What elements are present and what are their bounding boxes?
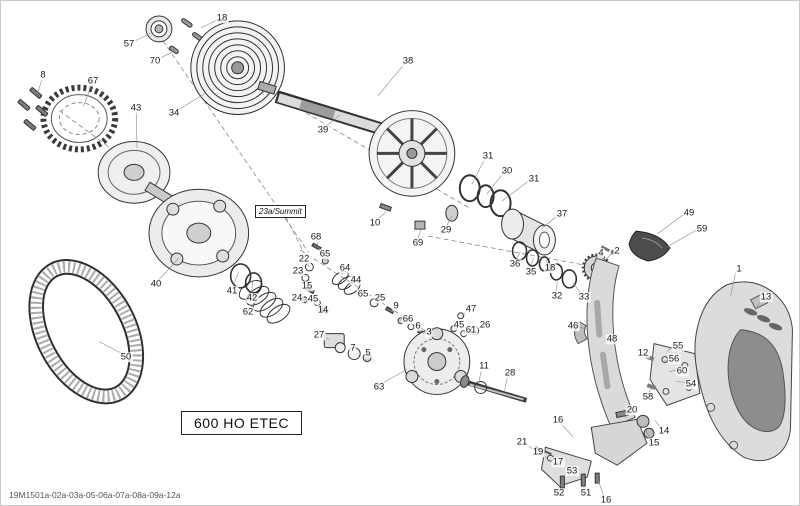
callout-36: 36: [508, 258, 522, 270]
callout-25: 25: [373, 292, 387, 304]
callout-15: 15: [300, 280, 314, 292]
callout-68: 68: [309, 231, 323, 243]
callout-16: 16: [551, 414, 565, 426]
callout-42: 42: [245, 292, 259, 304]
callout-47: 47: [464, 303, 478, 315]
callout-13: 13: [759, 291, 773, 303]
callout-64: 64: [338, 262, 352, 274]
callout-40: 40: [149, 278, 163, 290]
variant-label: 23a/Summit: [255, 205, 306, 218]
callout-1: 1: [735, 263, 743, 275]
spoked-pulley-half: [368, 110, 456, 197]
callout-14: 14: [316, 304, 330, 316]
callout-46: 46: [566, 320, 580, 332]
callout-14: 14: [657, 425, 671, 437]
callout-10: 10: [368, 217, 382, 229]
bolt-set: [17, 87, 49, 131]
callout-56: 56: [667, 353, 681, 365]
shaft-hardware: [379, 202, 459, 230]
callout-34: 34: [167, 107, 181, 119]
callout-18: 18: [543, 262, 557, 274]
callout-32: 32: [550, 290, 564, 302]
callout-51: 51: [579, 487, 593, 499]
callout-23: 23: [291, 265, 305, 277]
callout-28: 28: [503, 367, 517, 379]
callout-48: 48: [605, 333, 619, 345]
callout-17: 17: [551, 456, 565, 468]
callout-20: 20: [625, 404, 639, 416]
callout-24: 24: [290, 292, 304, 304]
model-label: 600 HO ETEC: [181, 411, 302, 435]
callout-5: 5: [364, 347, 372, 359]
bearing: [145, 15, 173, 43]
callout-2: 2: [613, 245, 621, 257]
callout-38: 38: [401, 55, 415, 67]
drive-belt: [28, 259, 145, 405]
callout-63: 63: [372, 381, 386, 393]
callout-55: 55: [671, 340, 685, 352]
document-code: 19M1501a-02a-03a-05-06a-07a-08a-09a-12a: [9, 490, 181, 500]
callout-66: 66: [401, 313, 415, 325]
callout-16: 16: [599, 494, 613, 506]
callout-37: 37: [555, 208, 569, 220]
guard-wedge: [628, 230, 671, 262]
callout-61: 61: [464, 324, 478, 336]
callout-62: 62: [241, 306, 255, 318]
callout-6: 6: [414, 320, 422, 332]
callout-54: 54: [684, 378, 698, 390]
callout-30: 30: [500, 165, 514, 177]
callout-11: 11: [478, 360, 490, 372]
callout-18: 18: [215, 12, 229, 24]
callout-35: 35: [524, 266, 538, 278]
callout-50: 50: [119, 351, 133, 363]
seal-rings: [458, 174, 512, 218]
callout-59: 59: [695, 223, 709, 235]
callout-69: 69: [411, 237, 425, 249]
callout-39: 39: [316, 124, 330, 136]
callout-31: 31: [527, 173, 541, 185]
callout-21: 21: [515, 436, 529, 448]
callout-45: 45: [306, 293, 320, 305]
callout-33: 33: [577, 291, 591, 303]
callout-53: 53: [565, 465, 579, 477]
callout-65: 65: [318, 248, 332, 260]
callout-45: 45: [452, 319, 466, 331]
long-bolt: [460, 375, 528, 403]
callout-43: 43: [129, 102, 143, 114]
callout-29: 29: [439, 224, 453, 236]
callout-22: 22: [297, 253, 311, 265]
callout-49: 49: [682, 207, 696, 219]
mount-plate: [644, 343, 701, 406]
callout-4: 4: [597, 247, 605, 259]
callout-12: 12: [636, 347, 650, 359]
callout-41: 41: [225, 285, 239, 297]
callout-70: 70: [148, 55, 162, 67]
callout-7: 7: [349, 342, 357, 354]
clutch-drum: [148, 188, 250, 278]
callout-27: 27: [312, 329, 326, 341]
callout-19: 19: [531, 446, 545, 458]
callout-31: 31: [481, 150, 495, 162]
callout-67: 67: [86, 75, 100, 87]
callout-52: 52: [552, 487, 566, 499]
callout-8: 8: [39, 69, 47, 81]
callout-58: 58: [641, 391, 655, 403]
callout-44: 44: [349, 274, 363, 286]
spring-seat-cup: [501, 208, 556, 256]
callout-3: 3: [425, 326, 433, 338]
side-panel: [694, 281, 793, 462]
callout-60: 60: [675, 365, 689, 377]
callout-15: 15: [647, 437, 661, 449]
callout-9: 9: [392, 300, 400, 312]
ring-gear: [40, 84, 119, 153]
callout-57: 57: [122, 38, 136, 50]
callout-65: 65: [356, 288, 370, 300]
drive-pulley-spiral-disc: [190, 20, 285, 116]
callout-26: 26: [478, 319, 492, 331]
